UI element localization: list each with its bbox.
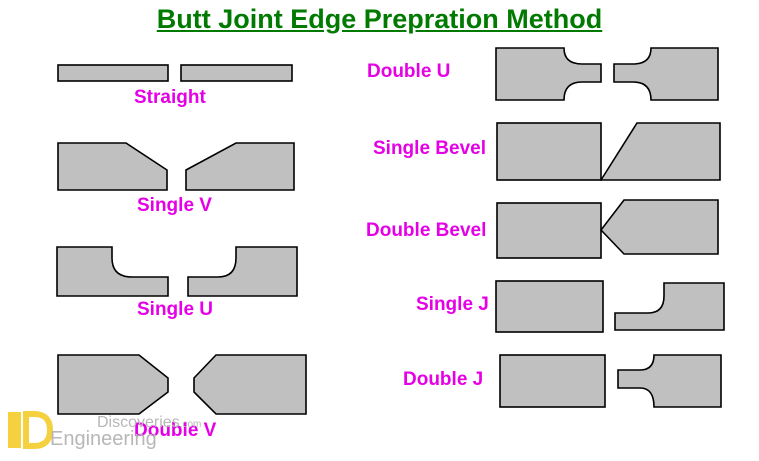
- label-double-u: Double U: [367, 61, 451, 82]
- diagram-title: Butt Joint Edge Prepration Method: [156, 4, 603, 34]
- watermark-line1: Discoveries.com: [97, 414, 201, 432]
- label-single-u: Single U: [137, 299, 214, 320]
- double-u-right-plate: [613, 47, 719, 101]
- label-single-bevel: Single Bevel: [373, 138, 486, 159]
- single-v-right-plate: [185, 142, 295, 191]
- single-j-left-plate: [495, 280, 604, 333]
- engineering-discoveries-logo-icon: [8, 411, 54, 449]
- label-double-bevel: Double Bevel: [366, 220, 487, 241]
- single-j-right-plate: [614, 282, 725, 331]
- label-double-v: Double V: [134, 420, 217, 441]
- label-single-j: Single J: [416, 294, 489, 315]
- single-u-right-plate: [187, 246, 298, 297]
- single-bevel-right-plate: [599, 122, 721, 181]
- watermark-line2: Engineering: [50, 428, 157, 450]
- watermark-discoveries: Discoveries: [97, 414, 180, 431]
- label-single-v: Single V: [137, 195, 212, 216]
- double-bevel-left-plate: [496, 202, 602, 259]
- label-straight: Straight: [134, 87, 206, 108]
- double-v-right-plate: [193, 354, 307, 415]
- double-j-right-plate: [617, 354, 722, 408]
- single-bevel-left-plate: [496, 122, 602, 181]
- single-v-left-plate: [57, 142, 168, 191]
- single-u-left-plate: [56, 246, 169, 297]
- double-bevel-right-plate: [599, 199, 719, 255]
- double-v-left-plate: [57, 354, 169, 415]
- straight-left-plate: [57, 64, 169, 82]
- straight-right-plate: [180, 64, 293, 82]
- label-double-j: Double J: [403, 369, 484, 390]
- double-u-left-plate: [495, 47, 602, 101]
- double-j-left-plate: [499, 354, 606, 408]
- watermark-com: .com: [179, 419, 202, 430]
